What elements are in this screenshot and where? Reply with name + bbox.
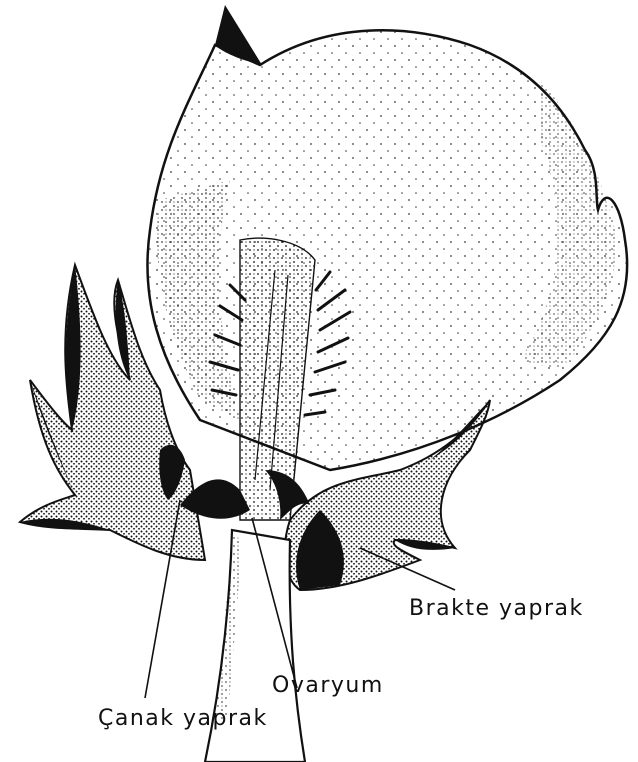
sepal-label: Çanak yaprak [98, 706, 268, 731]
petal [147, 30, 627, 470]
bract-label: Brakte yaprak [409, 596, 584, 621]
ovary-label: Ovaryum [272, 673, 384, 698]
